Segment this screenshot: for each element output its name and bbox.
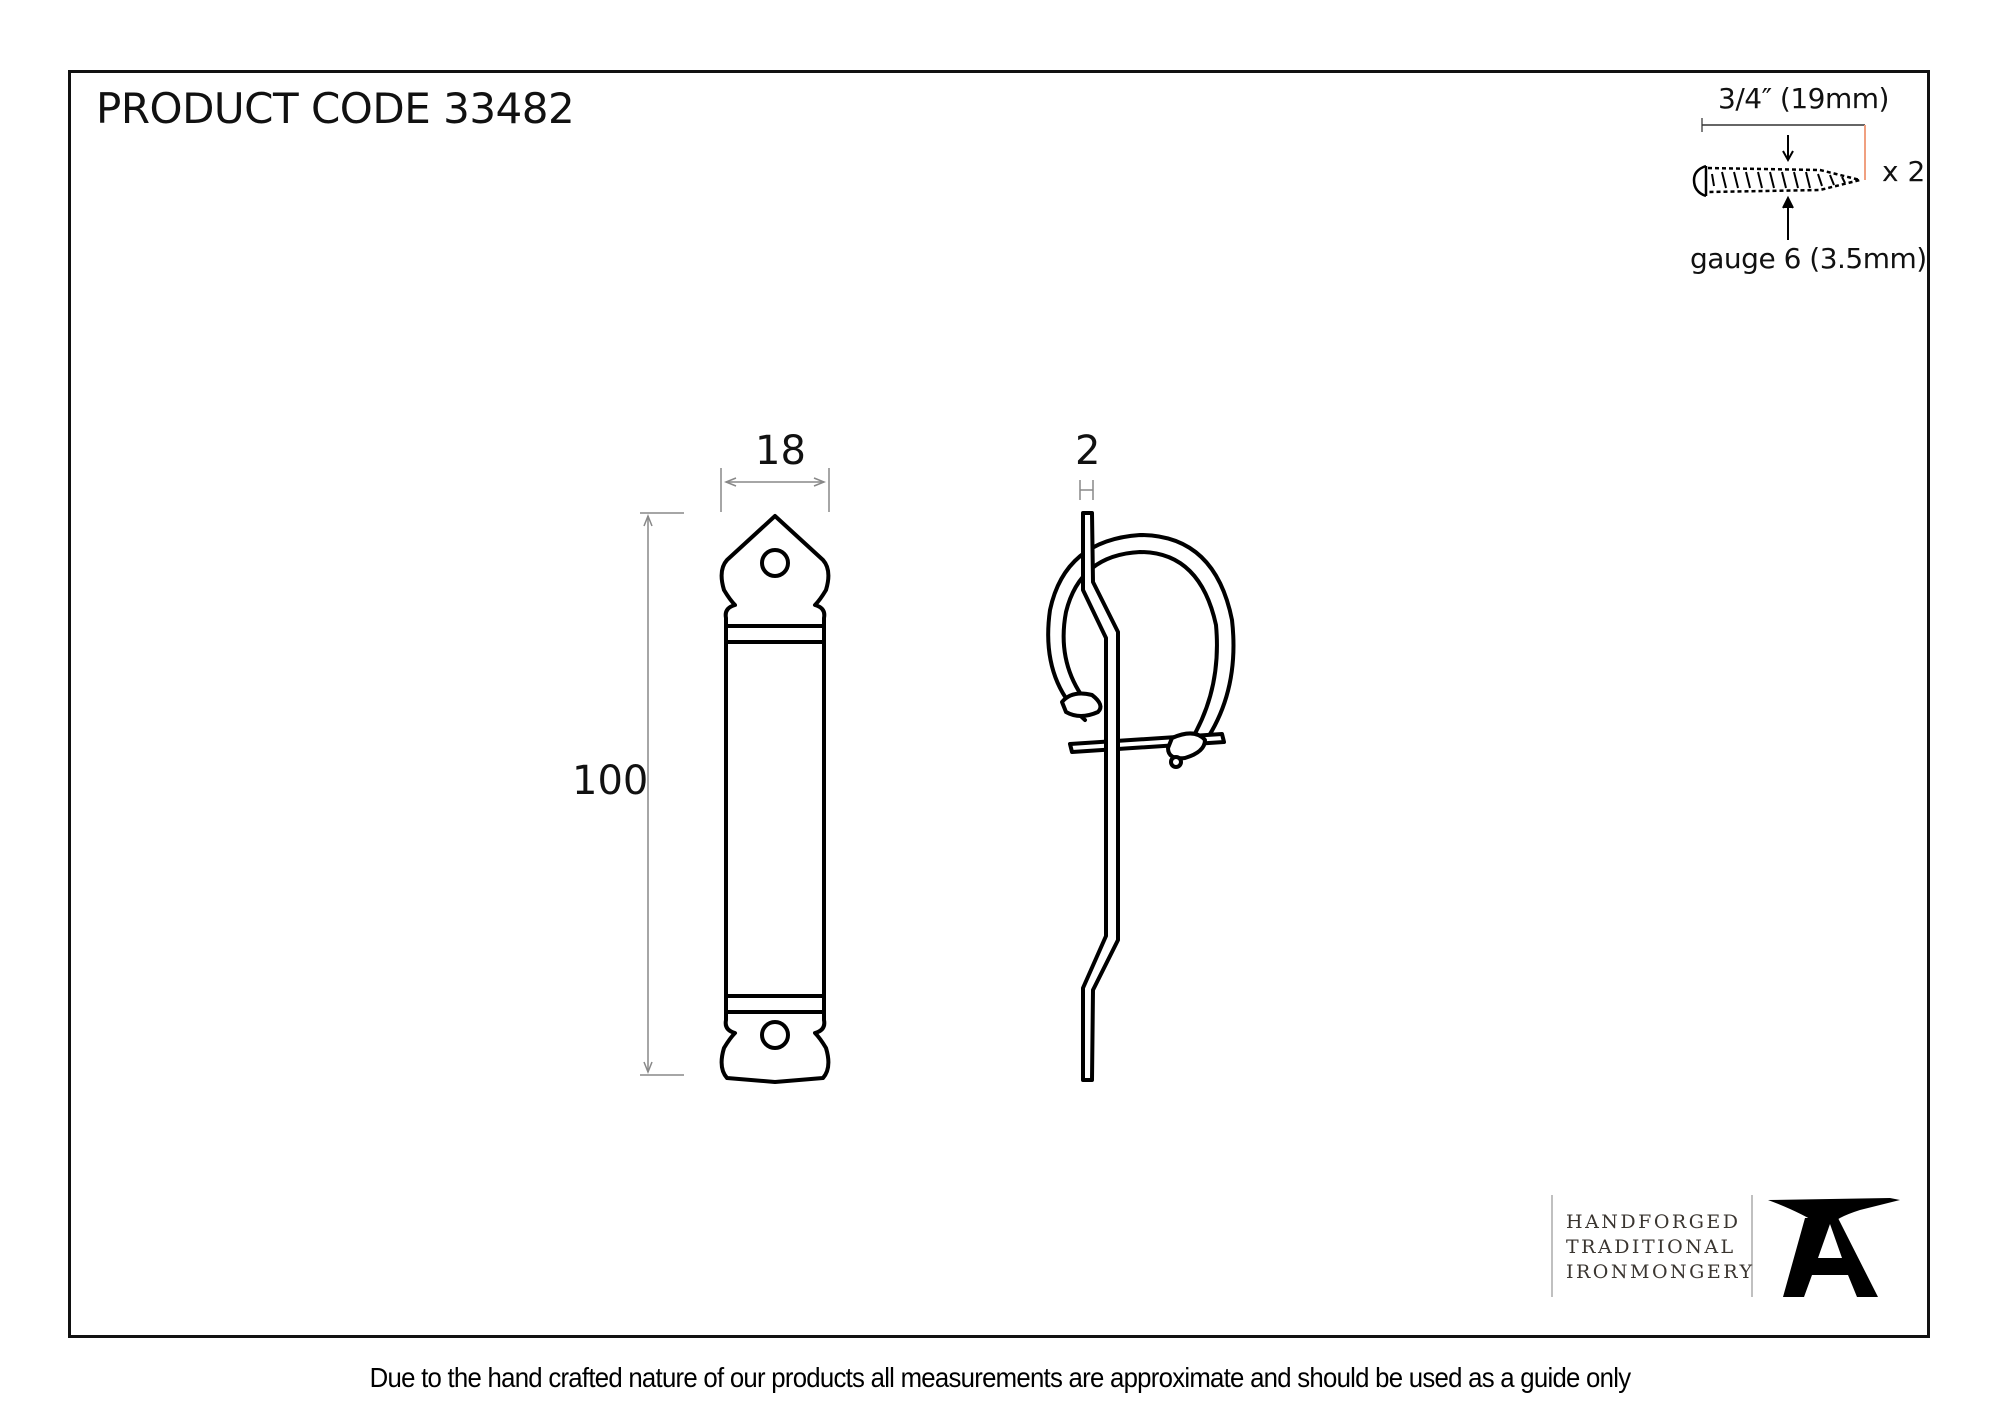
strap-plate-front-icon [719,514,831,1084]
product-code-title: PRODUCT CODE 33482 [96,84,575,133]
screw-length-dimension [1701,118,1866,240]
width-label: 18 [755,428,806,474]
screw-icon [1692,164,1861,198]
screw-quantity-label: x 2 [1882,155,1926,188]
anvil-icon [1768,1198,1900,1297]
height-dimension [640,512,684,1076]
logo-line-3: IRONMONGERY [1566,1261,1755,1283]
logo-line-2: TRADITIONAL [1566,1236,1736,1258]
drawing-frame [68,70,1930,1338]
screw-gauge-label: gauge 6 (3.5mm) [1690,242,1927,275]
height-label: 100 [572,758,649,804]
thickness-label: 2 [1075,428,1101,474]
width-dimension [720,468,830,512]
logo-line-1: HANDFORGED [1566,1211,1741,1233]
measurement-disclaimer: Due to the hand crafted nature of our pr… [369,1362,1631,1393]
screw-length-label: 3/4″ (19mm) [1718,82,1889,115]
brand-logo-text: HANDFORGED TRADITIONAL IRONMONGERY [1566,1210,1754,1285]
thickness-dimension [1079,480,1094,500]
pin-latch-side-icon [1046,511,1236,1082]
